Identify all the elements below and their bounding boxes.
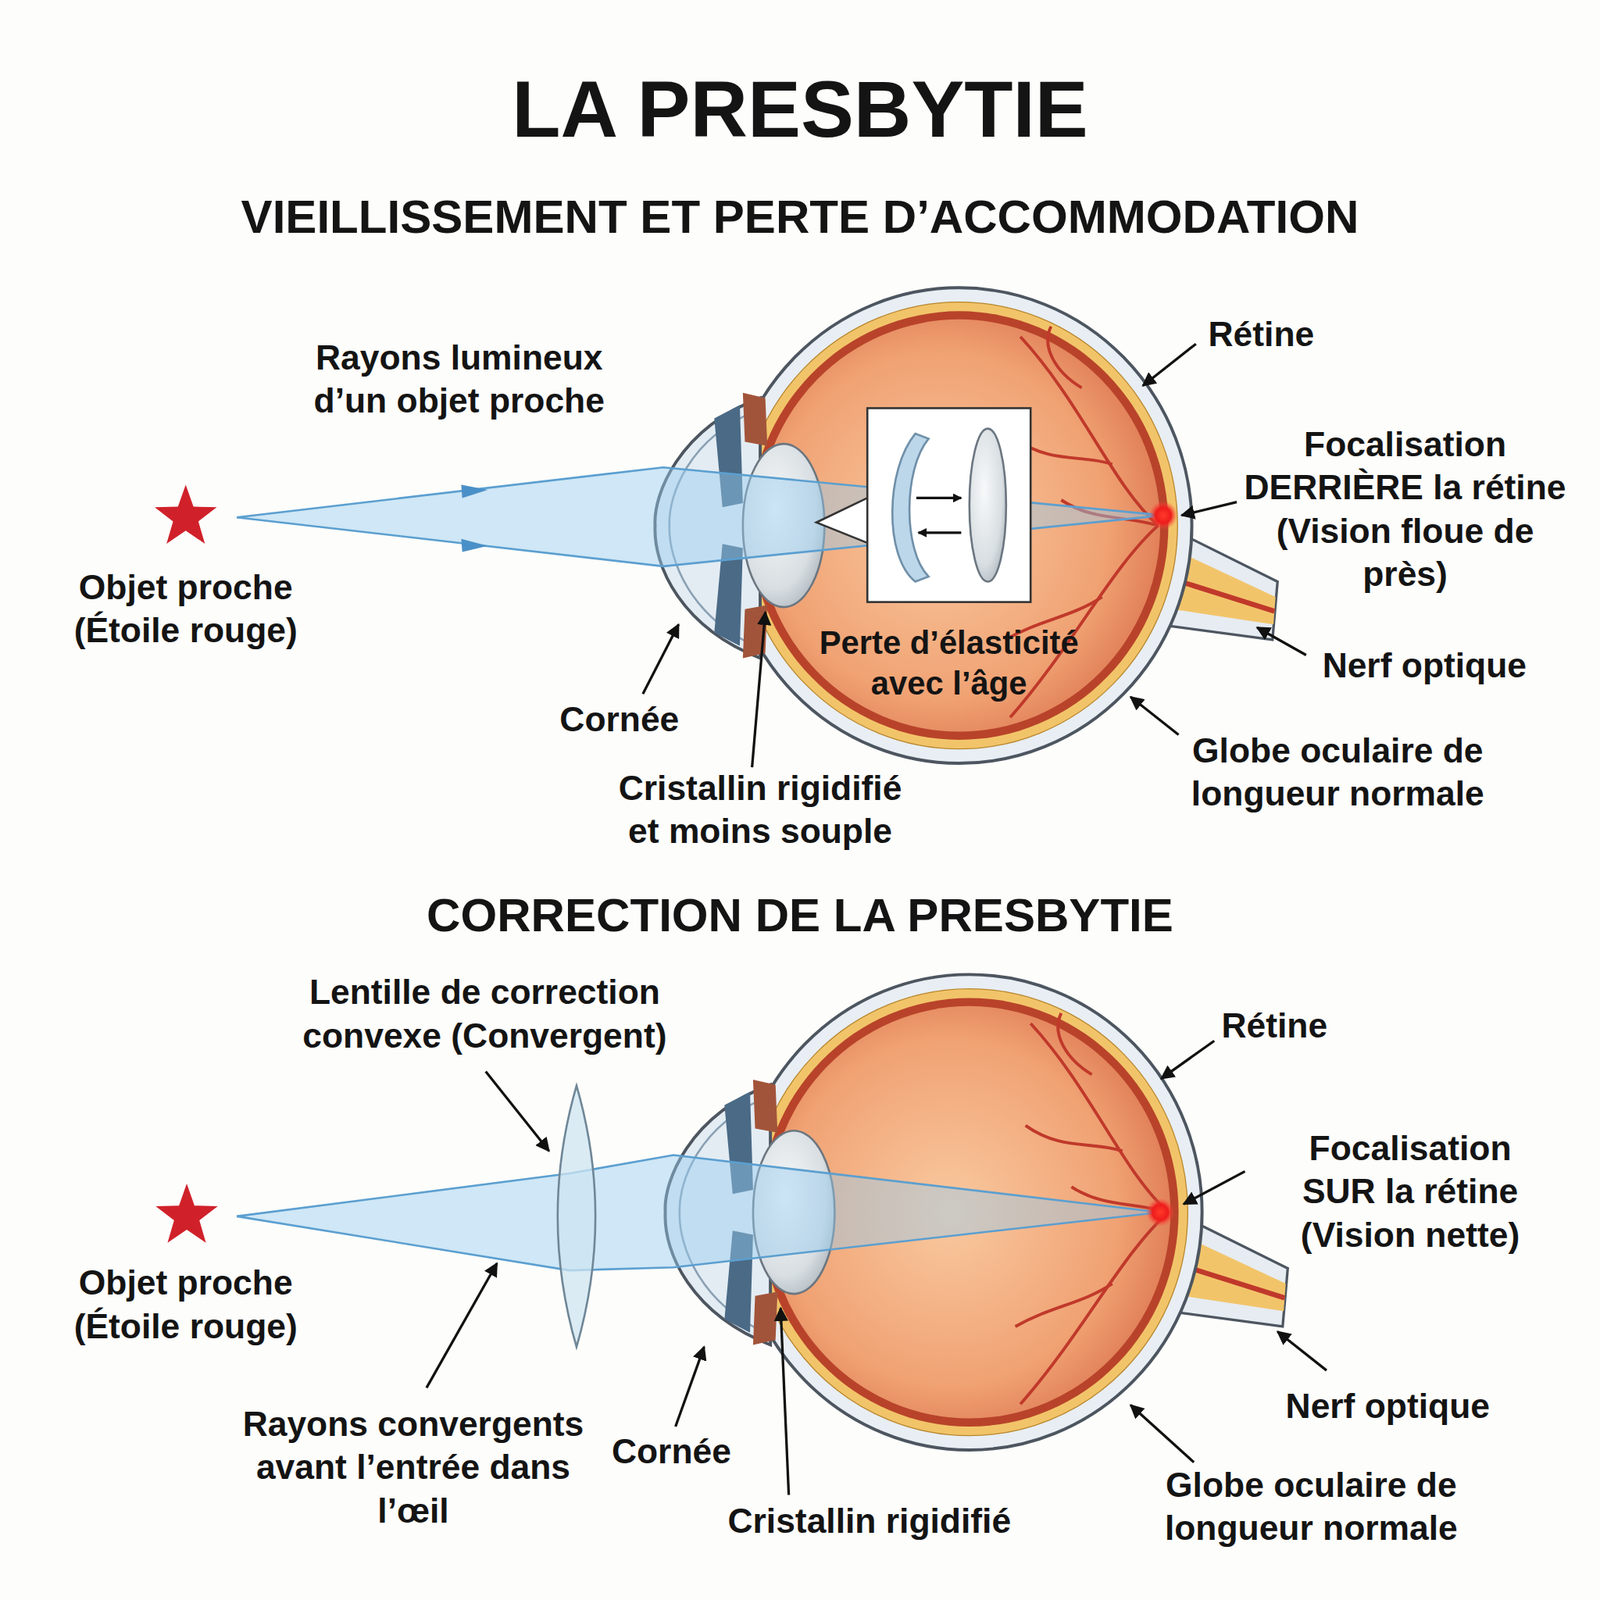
part-label: Globe oculaire de longueur normale — [1174, 728, 1501, 816]
light-ray — [236, 1155, 1161, 1217]
inset-caption: Perte d’élasticité avec l’âge — [800, 622, 1097, 704]
section-heading: CORRECTION DE LA PRESBYTIE — [14, 887, 1586, 944]
ray-arrowhead — [460, 484, 488, 498]
corrective-lens — [557, 1085, 596, 1347]
main-title: LA PRESBYTIE — [34, 65, 1565, 154]
part-label: Globe oculaire de longueur normale — [1147, 1463, 1475, 1550]
part-label: Cristallin rigidifié et moins souple — [607, 766, 914, 854]
section-heading: VIEILLISSEMENT ET PERTE D’ACCOMMODATION — [14, 189, 1586, 246]
focus-label: Focalisation SUR la rétine (Vision nette… — [1282, 1126, 1539, 1258]
focus-point — [1146, 1197, 1175, 1227]
light-cone — [236, 1155, 1161, 1272]
part-label: Rétine — [1184, 312, 1338, 357]
object-label: Objet proche (Étoile rouge) — [47, 565, 324, 653]
lens-inset — [816, 407, 1031, 602]
focus-point — [1149, 500, 1179, 530]
part-label: Cornée — [517, 697, 722, 742]
part-label: Lentille de correction convexe (Converge… — [293, 970, 677, 1058]
part-label: Rétine — [1197, 1003, 1351, 1048]
part-label: Nerf optique — [1255, 1384, 1522, 1429]
part-label: Nerf optique — [1292, 643, 1558, 688]
ray-label: Rayons convergents avant l’entrée dans l… — [234, 1402, 592, 1533]
ray-label: Rayons lumineux d’un objet proche — [296, 335, 623, 423]
light-ray — [236, 1212, 1161, 1271]
red-star — [154, 484, 217, 544]
red-star — [155, 1183, 218, 1243]
ray-arrowhead — [460, 539, 488, 553]
object-label: Objet proche (Étoile rouge) — [47, 1260, 324, 1348]
part-label: Cornée — [569, 1429, 774, 1474]
focus-label: Focalisation DERRIÈRE la rétine (Vision … — [1236, 422, 1574, 597]
part-label: Cristallin rigidifié — [706, 1499, 1033, 1543]
